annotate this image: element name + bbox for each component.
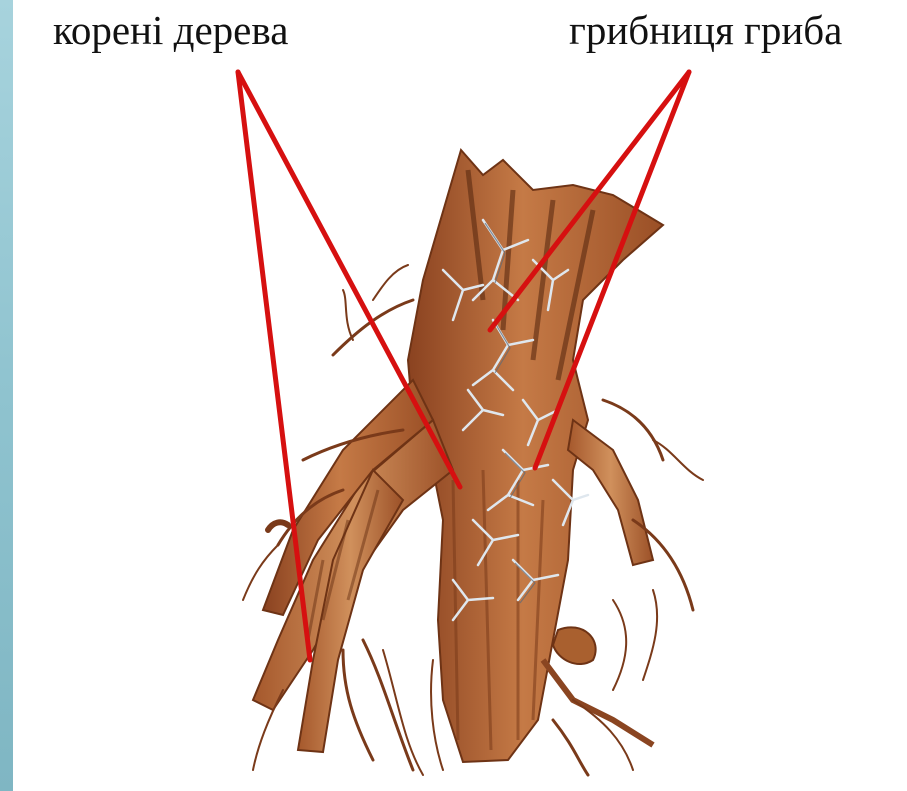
roots-mycelium-illustration bbox=[13, 0, 907, 791]
diagram-canvas: корені дерева грибниця гриба bbox=[13, 0, 907, 791]
roots-pointer-line-1 bbox=[238, 72, 310, 660]
tree-roots-label: корені дерева bbox=[53, 8, 288, 53]
fungus-mycelium-label: грибниця гриба bbox=[569, 8, 842, 53]
